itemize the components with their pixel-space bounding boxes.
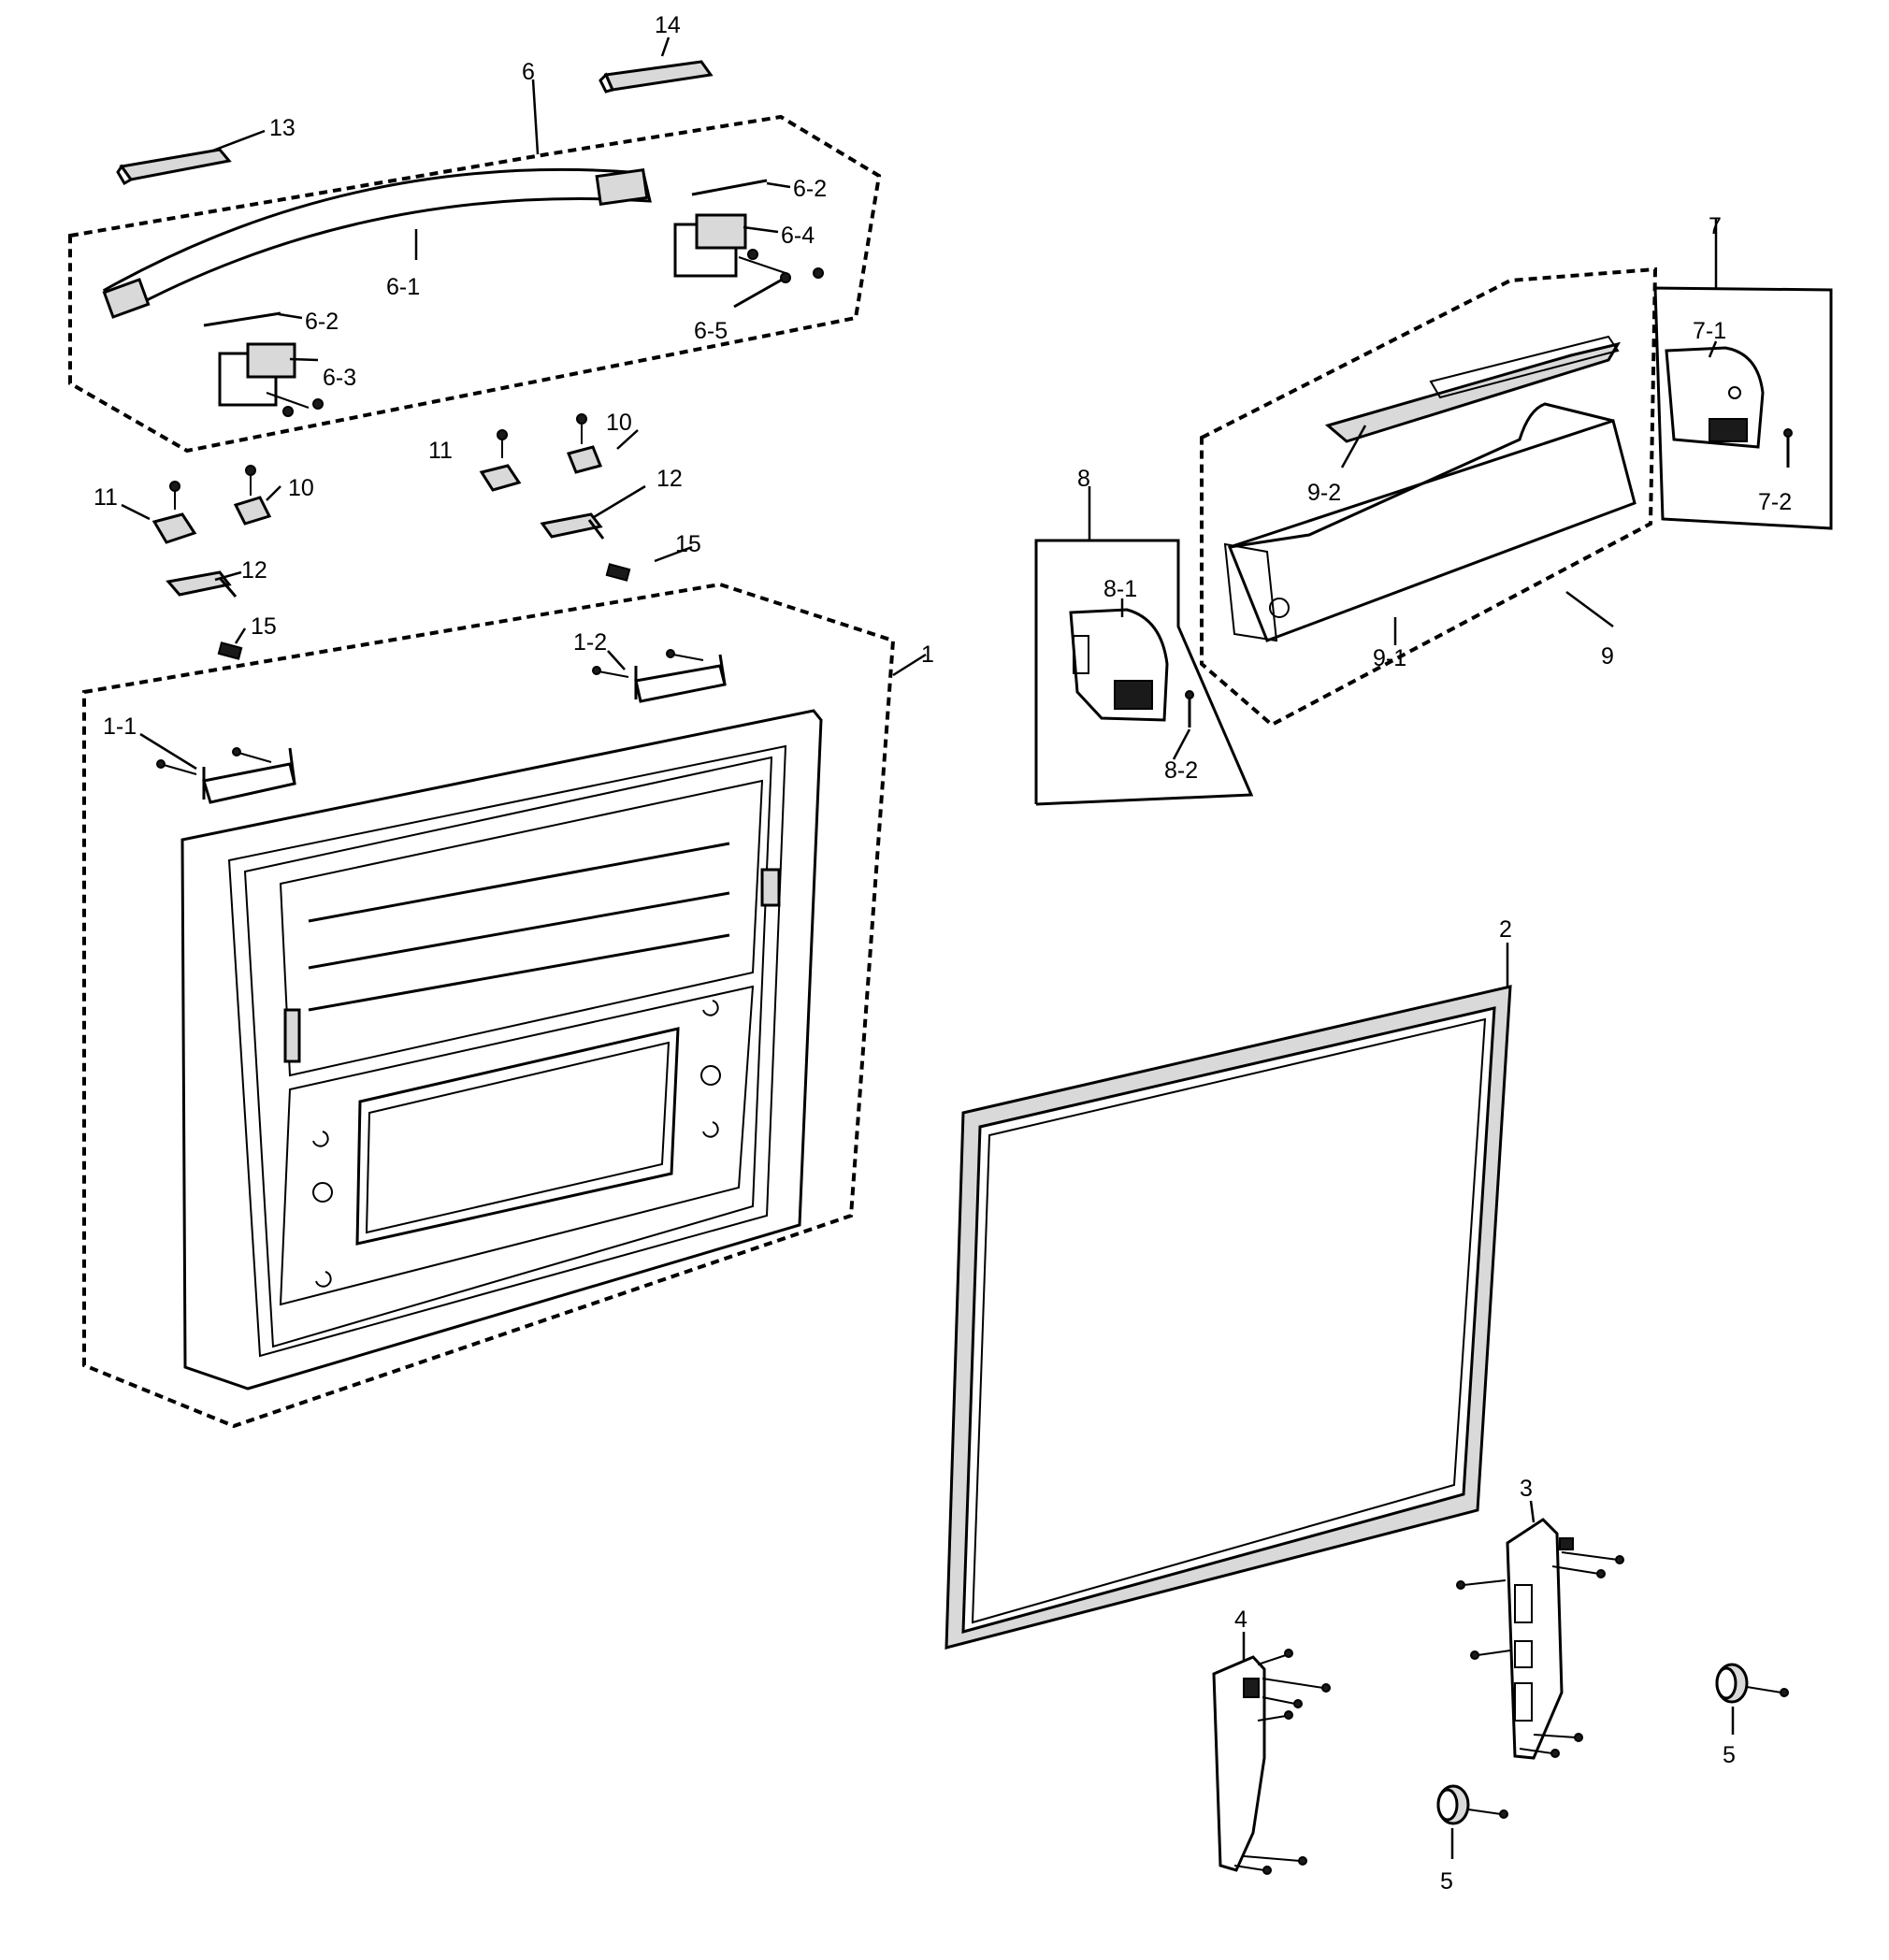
part-1-1-bracket	[156, 747, 296, 804]
label-6-1: 6-1	[386, 274, 420, 300]
callout-labels: 14 6 13 6-2 6-4 6-1 6-2 6-5 6-3 10 11 12…	[94, 12, 1792, 1895]
part-3-hinge-bracket	[1456, 1518, 1624, 1760]
group-6-handle-assembly	[68, 114, 882, 454]
label-12-left: 12	[241, 557, 267, 584]
label-8: 8	[1077, 466, 1090, 492]
part-15-left	[217, 641, 243, 660]
label-6-2-lower: 6-2	[305, 309, 339, 335]
group-9-shelf-assembly	[1200, 267, 1658, 728]
group-1-door-assembly	[82, 582, 896, 1429]
label-1-2: 1-2	[573, 629, 607, 656]
label-13: 13	[269, 115, 296, 141]
label-11-right: 11	[428, 438, 453, 464]
group-7-end-cap	[1653, 286, 1833, 530]
label-6-2-upper: 6-2	[793, 176, 827, 202]
part-10-left	[233, 465, 272, 526]
part-6-5-screw	[733, 277, 785, 309]
part-14-cap	[598, 60, 714, 94]
part-1-2-bracket	[592, 649, 727, 703]
label-4: 4	[1234, 1607, 1247, 1633]
label-7-2: 7-2	[1758, 489, 1792, 515]
label-9: 9	[1601, 643, 1614, 670]
label-6-3: 6-3	[323, 365, 356, 391]
part-8-1-cap	[1069, 608, 1169, 722]
label-3: 3	[1520, 1476, 1533, 1502]
part-6-3-bracket	[218, 342, 324, 417]
label-9-2: 9-2	[1307, 480, 1341, 506]
part-11-left	[151, 481, 197, 544]
leader-lines	[121, 36, 1735, 1859]
part-11-right	[479, 429, 522, 492]
label-15-right: 15	[675, 531, 701, 557]
part-5-roller-right	[1715, 1663, 1789, 1704]
label-10-left: 10	[288, 475, 314, 501]
label-7-1: 7-1	[1693, 318, 1726, 344]
part-6-4-bracket	[673, 213, 824, 279]
part-7-1-cap	[1665, 346, 1765, 449]
part-2-gasket	[944, 985, 1512, 1650]
part-5-roller-left	[1436, 1784, 1508, 1825]
label-2: 2	[1499, 916, 1512, 943]
label-1-1: 1-1	[103, 713, 137, 740]
label-14: 14	[655, 12, 681, 38]
part-15-right	[605, 563, 631, 582]
part-10-right	[566, 413, 603, 474]
part-6-1-handle	[102, 167, 652, 315]
label-1: 1	[921, 641, 934, 668]
part-6-2-pin-upper	[691, 179, 768, 196]
group-8-end-cap	[1034, 539, 1254, 806]
part-9-1-bin	[1223, 402, 1637, 642]
label-6-4: 6-4	[781, 223, 815, 249]
label-6-5: 6-5	[694, 318, 728, 344]
part-12-left	[166, 570, 238, 598]
label-5-left: 5	[1440, 1868, 1453, 1895]
part-6-2-pin-lower	[203, 311, 281, 327]
part-1-door-panel	[180, 709, 823, 1391]
part-12-right	[540, 512, 605, 540]
part-4-hinge-bracket	[1212, 1649, 1331, 1875]
label-9-1: 9-1	[1373, 645, 1406, 671]
part-13-cap	[116, 148, 232, 186]
part-9-2-cover	[1324, 341, 1622, 443]
label-5-right: 5	[1723, 1742, 1736, 1768]
label-12-right: 12	[656, 466, 683, 492]
label-11-left: 11	[94, 484, 118, 511]
label-8-1: 8-1	[1103, 576, 1137, 602]
label-15-left: 15	[251, 613, 277, 640]
label-7: 7	[1709, 213, 1722, 239]
label-10-right: 10	[606, 410, 632, 436]
label-6: 6	[522, 59, 535, 85]
label-8-2: 8-2	[1164, 757, 1198, 784]
